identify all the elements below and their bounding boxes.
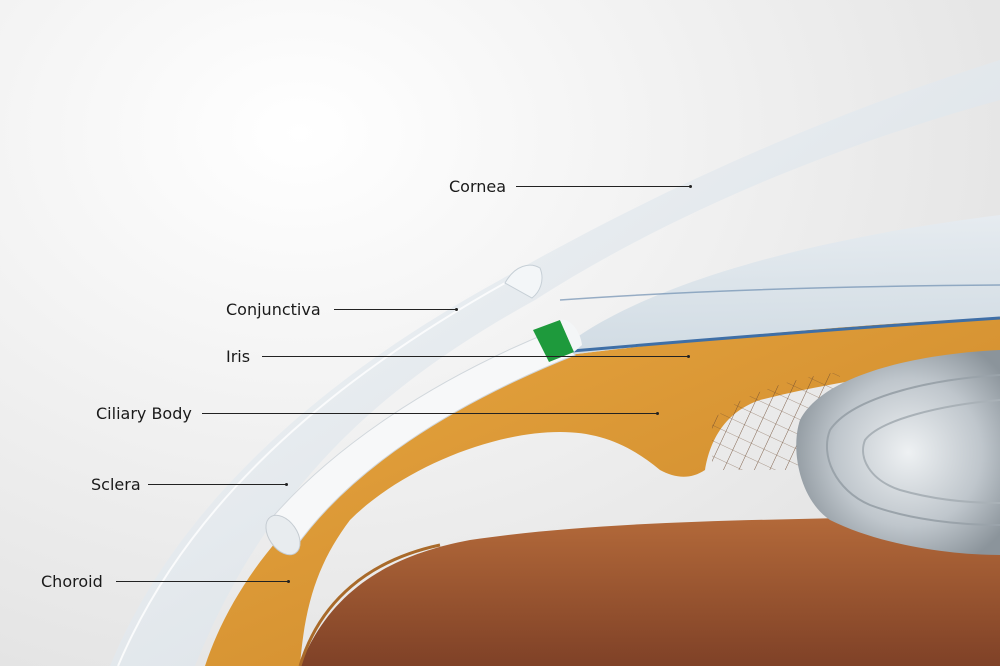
outer-shell (110, 60, 1000, 666)
label-iris: Iris (226, 347, 251, 366)
leader-choroid (116, 581, 288, 582)
label-conjunctiva: Conjunctiva (226, 300, 321, 319)
leader-dot-ciliary-body (656, 412, 659, 415)
iris-marker (533, 320, 574, 362)
leader-dot-sclera (285, 483, 288, 486)
leader-conjunctiva (334, 309, 456, 310)
leader-iris (262, 356, 688, 357)
lens (796, 350, 1000, 555)
conjunctiva-fold (504, 264, 543, 299)
label-ciliary-body: Ciliary Body (96, 404, 192, 423)
sclera-band (269, 329, 576, 549)
leader-dot-iris (687, 355, 690, 358)
leader-sclera (148, 484, 286, 485)
ciliary-body-layer (205, 318, 1000, 666)
anterior-chamber (560, 215, 1000, 356)
choroid-layer (300, 515, 1000, 666)
label-sclera: Sclera (91, 475, 141, 494)
leader-dot-conjunctiva (455, 308, 458, 311)
leader-dot-cornea (689, 185, 692, 188)
choroid-edge (298, 543, 441, 666)
leader-ciliary-body (202, 413, 657, 414)
label-cornea: Cornea (449, 177, 507, 196)
leader-cornea (516, 186, 690, 187)
leader-dot-choroid (287, 580, 290, 583)
label-choroid: Choroid (41, 572, 103, 591)
